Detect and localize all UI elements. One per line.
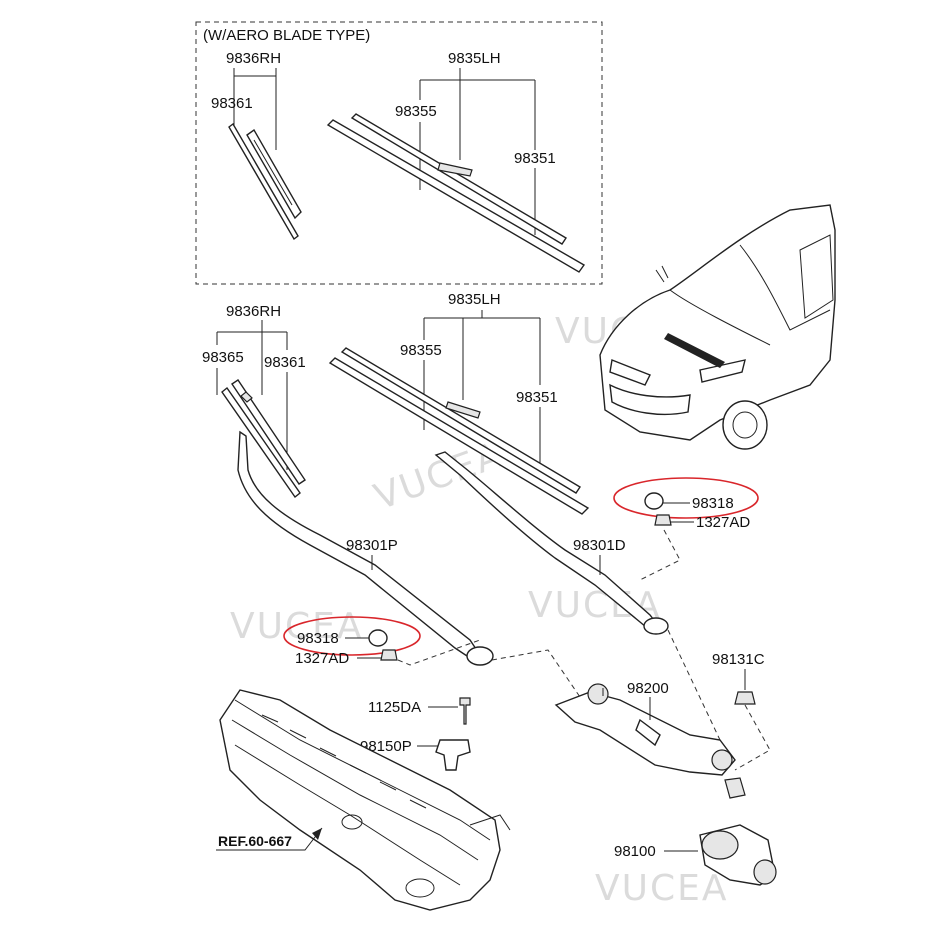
label-std-lh: 9835LH bbox=[448, 291, 501, 308]
cap-d-highlight bbox=[613, 477, 759, 519]
label-std-rh-blade: 98361 bbox=[264, 354, 306, 371]
linkage-rod bbox=[635, 718, 661, 747]
label-ref: REF.60-667 bbox=[218, 833, 292, 849]
car-mirror bbox=[655, 265, 669, 283]
watermark: VUCEA bbox=[230, 606, 364, 647]
label-aero-rh-blade: 98361 bbox=[211, 95, 253, 112]
car-headlight-left bbox=[609, 359, 651, 386]
bolt-part bbox=[459, 697, 471, 725]
label-std-rh: 9836RH bbox=[226, 303, 281, 320]
detail-line bbox=[253, 139, 293, 206]
label-aero-rh: 9836RH bbox=[226, 50, 281, 67]
dashed-guide bbox=[734, 704, 771, 771]
linkage-pivot-right bbox=[711, 749, 733, 771]
std-rh-clip-part bbox=[240, 391, 253, 403]
car-illustration bbox=[599, 204, 836, 450]
cowl-ridge bbox=[231, 719, 479, 861]
nut-link-part bbox=[734, 691, 756, 705]
label-aero-lh-blade: 98355 bbox=[395, 103, 437, 120]
leader bbox=[419, 68, 536, 160]
leader bbox=[233, 68, 277, 150]
leader bbox=[216, 320, 288, 395]
car-grille bbox=[609, 383, 691, 416]
cap-d-part bbox=[644, 492, 664, 510]
label-cap-d: 98318 bbox=[692, 495, 734, 512]
cowl-hole bbox=[405, 878, 435, 898]
std-rh-blade-part bbox=[221, 386, 301, 499]
car-hood-edge bbox=[669, 289, 771, 346]
aero-blade-group: (W/AERO BLADE TYPE) 9836RH 98361 9835LH … bbox=[195, 21, 603, 285]
cap-p-part bbox=[368, 629, 388, 647]
cowl-ridge bbox=[234, 699, 491, 841]
bolt-bracket: 1125DA 98150P bbox=[360, 697, 471, 771]
watermark: VUCEA bbox=[369, 434, 508, 518]
label-aero-lh: 9835LH bbox=[448, 50, 501, 67]
wiper-arms: 98301P 98301D bbox=[237, 430, 669, 666]
std-lh-blade-part bbox=[328, 357, 590, 515]
motor-gearbox bbox=[701, 830, 739, 860]
std-lh-clip-part bbox=[445, 401, 481, 419]
aero-rh-blade-part bbox=[228, 122, 299, 241]
linkage-crank bbox=[724, 777, 746, 799]
car-body bbox=[599, 204, 836, 441]
cowl-vents bbox=[261, 714, 427, 809]
nut-p-part bbox=[380, 649, 398, 661]
label-nut-d: 1327AD bbox=[696, 514, 750, 531]
group-box-border bbox=[195, 21, 603, 285]
car-headlight-right bbox=[699, 359, 746, 383]
label-std-rh-frame: 98365 bbox=[202, 349, 244, 366]
car-hub bbox=[732, 411, 758, 439]
aero-lh-clip-part bbox=[437, 162, 473, 177]
dashed-guide bbox=[639, 529, 681, 581]
car-windshield bbox=[739, 244, 831, 331]
label-arm-d: 98301D bbox=[573, 537, 626, 554]
linkage-pivot-left bbox=[587, 683, 609, 705]
label-aero-lh-refill: 98351 bbox=[514, 150, 556, 167]
passenger-arm-pivot bbox=[466, 646, 494, 666]
cowl-pipe bbox=[469, 814, 511, 831]
std-lh-refill-part bbox=[340, 347, 581, 494]
arrow-head bbox=[312, 828, 322, 840]
label-bolt: 1125DA bbox=[368, 699, 421, 716]
cap-p-highlight bbox=[283, 616, 421, 656]
motor-endcap bbox=[753, 859, 777, 885]
label-motor: 98100 bbox=[614, 843, 656, 860]
leader bbox=[423, 310, 541, 400]
driver-arm-pivot bbox=[643, 617, 669, 635]
linkage-motor: 98200 98131C 98100 bbox=[491, 629, 777, 886]
aero-lh-refill-part bbox=[350, 113, 567, 245]
label-arm-p: 98301P bbox=[346, 537, 398, 554]
nut-d-part bbox=[654, 514, 672, 526]
std-rh-frame-part bbox=[231, 379, 306, 485]
car-wiper-highlight bbox=[664, 333, 725, 368]
dashed-guide bbox=[667, 629, 721, 741]
standard-blade-group: 9836RH 98365 98361 9835LH 98355 98351 bbox=[202, 291, 590, 515]
bracket-part bbox=[435, 739, 471, 771]
group-box-title: (W/AERO BLADE TYPE) bbox=[203, 27, 370, 44]
watermark: VUCEA bbox=[595, 868, 729, 909]
label-nut-p: 1327AD bbox=[295, 650, 349, 667]
dashed-guide bbox=[397, 639, 481, 666]
label-std-lh-blade: 98355 bbox=[400, 342, 442, 359]
cowl-panel-part bbox=[219, 689, 501, 911]
label-std-lh-refill: 98351 bbox=[516, 389, 558, 406]
label-cap-p: 98318 bbox=[297, 630, 339, 647]
caps-and-nuts: 98318 1327AD 98318 1327AD bbox=[283, 477, 759, 667]
label-linkage: 98200 bbox=[627, 680, 669, 697]
label-nut-link: 98131C bbox=[712, 651, 765, 668]
dashed-guide bbox=[491, 649, 583, 701]
aero-lh-blade-part bbox=[326, 119, 586, 273]
cowl-panel: REF.60-667 bbox=[216, 689, 511, 911]
car-side-window bbox=[799, 234, 834, 319]
cowl-hole bbox=[341, 814, 363, 830]
car-wheel bbox=[722, 400, 768, 450]
